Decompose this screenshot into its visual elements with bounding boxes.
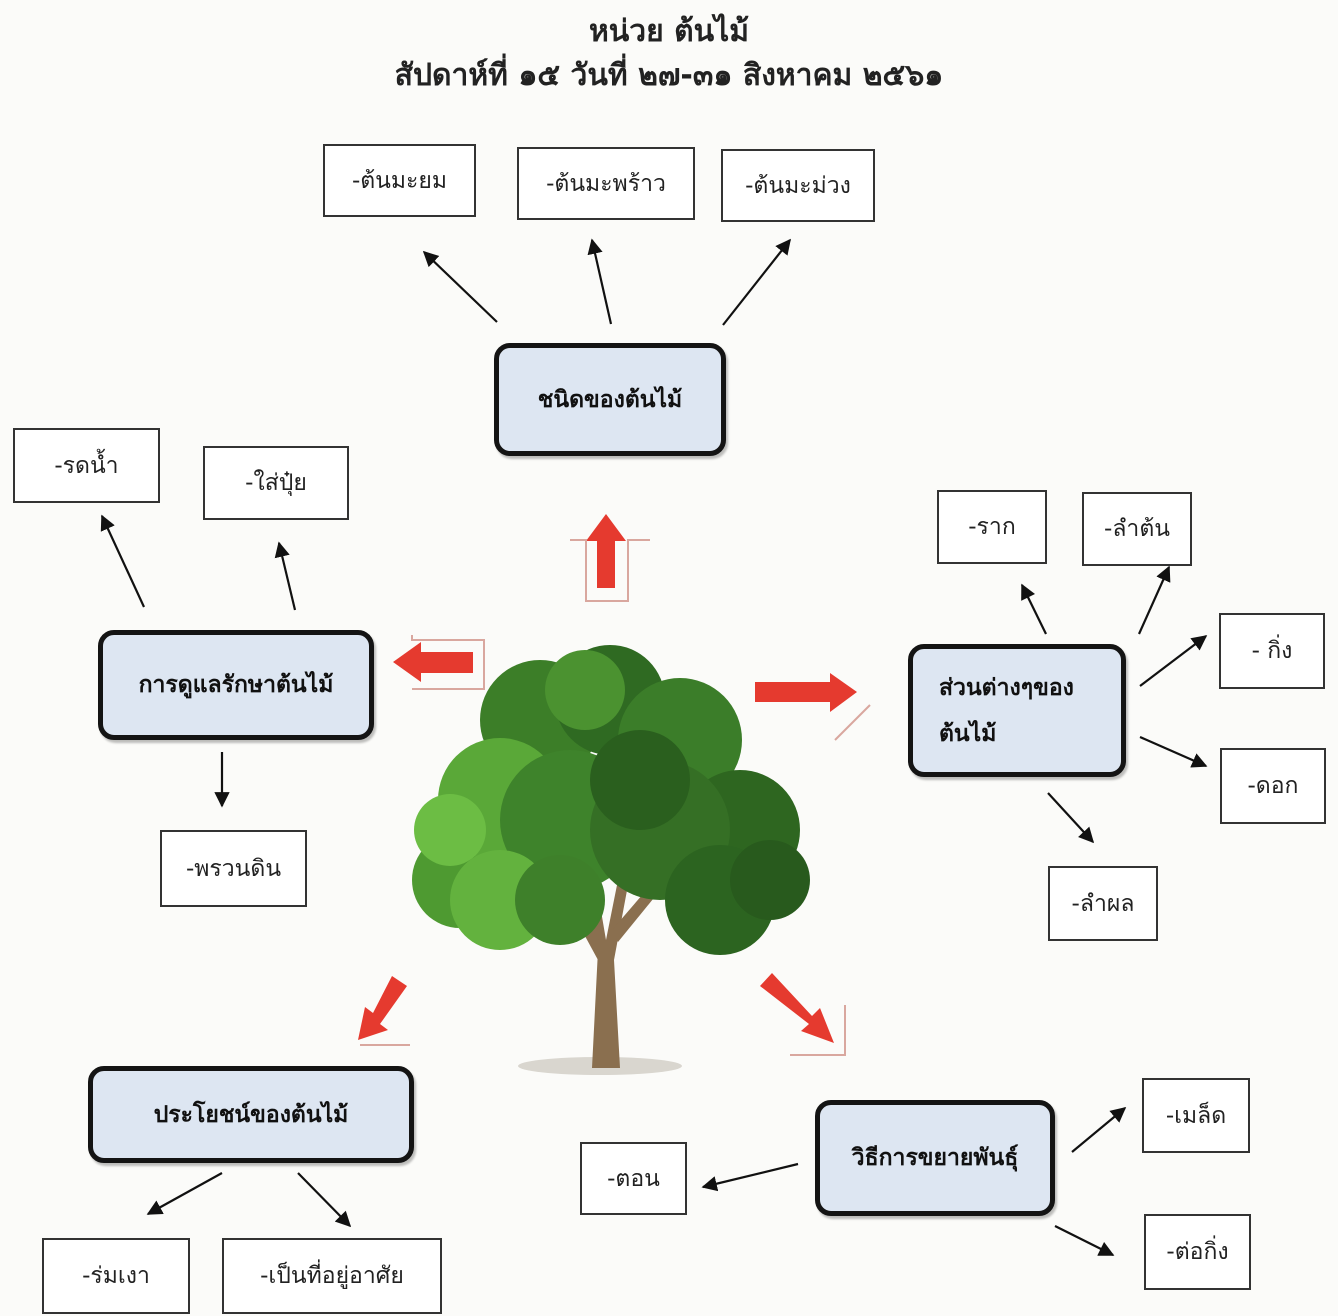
category-label: การดูแลรักษาต้นไม้ <box>138 672 334 698</box>
arrow-to-shade <box>146 1172 223 1215</box>
category-label-line1: ส่วนต่างๆของ <box>939 674 1074 701</box>
leaf-grafting: -ต่อกิ่ง <box>1144 1214 1251 1290</box>
category-tree-care: การดูแลรักษาต้นไม้ <box>98 630 374 740</box>
arrow-to-fertilize <box>274 541 297 611</box>
leaf-flower: -ดอก <box>1220 748 1326 824</box>
leaf-fruit: -ลำผล <box>1048 866 1158 941</box>
category-propagation: วิธีการขยายพันธุ์ <box>815 1100 1055 1216</box>
arrow-to-trunk <box>1137 565 1171 635</box>
leaf-mayom: -ต้นมะยม <box>323 144 476 217</box>
category-label: วิธีการขยายพันธุ์ <box>851 1145 1019 1171</box>
arrow-to-root <box>1021 583 1047 635</box>
leaf-layering: -ตอน <box>580 1142 687 1215</box>
category-tree-types: ชนิดของต้นไม้ <box>494 343 726 456</box>
red-arrow-shadows <box>360 539 871 1056</box>
arrow-to-mamuang <box>722 238 791 326</box>
red-arrow-right <box>755 673 857 712</box>
arrow-to-habitat <box>297 1172 352 1228</box>
category-label: ประโยชน์ของต้นไม้ <box>153 1101 349 1128</box>
leaf-root: -ราก <box>937 490 1047 564</box>
red-arrows <box>358 514 857 1043</box>
leaf-water: -รดน้ำ <box>13 428 160 503</box>
leaf-habitat: -เป็นที่อยู่อาศัย <box>222 1238 442 1314</box>
arrow-to-fruit <box>1047 792 1095 844</box>
red-arrow-up <box>586 514 626 588</box>
arrow-to-water <box>100 514 145 608</box>
arrow-to-grafting <box>1054 1225 1115 1256</box>
leaf-fertilize: -ใส่ปุ๋ย <box>203 446 349 520</box>
tree-illustration <box>412 645 810 1075</box>
leaf-till: -พรวนดิน <box>160 830 307 907</box>
category-label: ชนิดของต้นไม้ <box>537 386 683 413</box>
red-arrow-down-right <box>760 973 834 1043</box>
red-arrow-left <box>393 642 473 682</box>
leaf-seed: -เมล็ด <box>1142 1078 1250 1153</box>
category-tree-parts: ส่วนต่างๆของ ต้นไม้ <box>908 644 1126 777</box>
leaf-maphrao: -ต้นมะพร้าว <box>517 147 695 220</box>
leaf-trunk: -ลำต้น <box>1082 492 1192 566</box>
category-tree-benefits: ประโยชน์ของต้นไม้ <box>88 1066 414 1163</box>
leaf-mamuang: -ต้นมะม่วง <box>721 149 875 222</box>
leaf-shade: -ร่มเงา <box>42 1238 190 1314</box>
leaf-branch: - กิ่ง <box>1219 613 1325 689</box>
black-arrows <box>100 238 1208 1256</box>
week-date-title: สัปดาห์ที่ ๑๕ วันที่ ๒๗-๓๑ สิงหาคม ๒๕๖๑ <box>394 58 944 93</box>
arrow-to-flower <box>1139 735 1208 768</box>
arrow-to-mayom <box>422 250 498 323</box>
unit-title: หน่วย ต้นไม้ <box>588 14 749 49</box>
red-arrow-down-left <box>358 976 407 1040</box>
arrow-to-seed <box>1071 1107 1127 1153</box>
arrow-to-maphrao <box>587 238 613 325</box>
arrow-to-layering <box>701 1162 799 1192</box>
category-label-line2: ต้นไม้ <box>939 720 997 747</box>
arrow-to-branch <box>1139 635 1208 687</box>
